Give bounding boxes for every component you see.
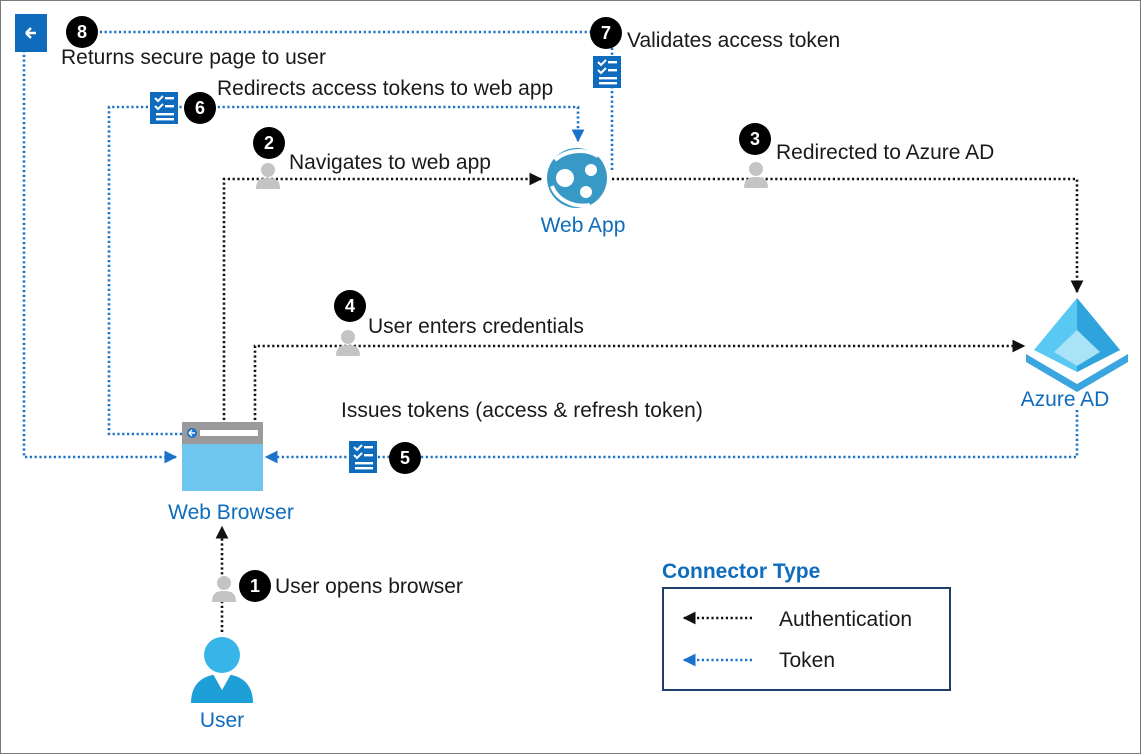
step-number: 4 bbox=[345, 296, 355, 316]
step-5: Issues tokens (access & refresh token) 5 bbox=[341, 399, 703, 474]
step-badge bbox=[184, 92, 216, 124]
step-8: 8 Returns secure page to user bbox=[15, 14, 326, 69]
connector-azuread-to-browser bbox=[264, 410, 1079, 464]
web-browser-icon bbox=[182, 422, 263, 491]
connector-browser-to-azuread bbox=[253, 339, 1026, 420]
step-badge bbox=[239, 570, 271, 602]
legend: Connector Type Authentication Token bbox=[662, 560, 951, 691]
step-badge bbox=[253, 127, 285, 159]
step-7: 7 Validates access token bbox=[590, 17, 840, 89]
step-2: 2 Navigates to web app bbox=[253, 127, 491, 189]
step-badge bbox=[389, 442, 421, 474]
user-icon bbox=[191, 637, 253, 703]
step-badge bbox=[334, 290, 366, 322]
step-1: 1 User opens browser bbox=[212, 570, 463, 602]
web-app-label: Web App bbox=[541, 214, 626, 237]
legend-box bbox=[662, 587, 951, 691]
step-label: Redirected to Azure AD bbox=[776, 141, 994, 164]
legend-title: Connector Type bbox=[662, 560, 820, 583]
legend-token-label: Token bbox=[779, 649, 835, 672]
azure-ad-icon bbox=[1026, 298, 1128, 392]
secure-page-icon bbox=[15, 14, 47, 52]
step-label: Returns secure page to user bbox=[61, 46, 326, 69]
legend-auth-label: Authentication bbox=[779, 608, 912, 631]
step-badge bbox=[590, 17, 622, 49]
step-label: Validates access token bbox=[627, 29, 840, 52]
step-number: 8 bbox=[77, 22, 87, 42]
web-app-icon bbox=[547, 148, 607, 208]
step-4: 4 User enters credentials bbox=[334, 290, 584, 356]
step-label: User opens browser bbox=[275, 575, 463, 598]
step-label: User enters credentials bbox=[368, 315, 584, 338]
step-label: Navigates to web app bbox=[289, 151, 491, 174]
step-number: 1 bbox=[250, 576, 260, 596]
step-number: 6 bbox=[195, 98, 205, 118]
connector-webapp-to-azuread bbox=[612, 177, 1084, 294]
person-icon bbox=[256, 163, 280, 189]
token-document-icon bbox=[149, 91, 179, 125]
user-label: User bbox=[200, 709, 244, 732]
token-document-icon bbox=[592, 55, 622, 89]
connector-browser-to-webapp-token bbox=[107, 105, 585, 436]
azure-ad-label: Azure AD bbox=[1021, 388, 1110, 411]
step-number: 3 bbox=[750, 129, 760, 149]
person-icon bbox=[336, 330, 360, 356]
web-browser-label: Web Browser bbox=[168, 501, 294, 524]
step-3: 3 Redirected to Azure AD bbox=[739, 123, 994, 188]
step-number: 2 bbox=[264, 133, 274, 153]
step-6: 6 Redirects access tokens to web app bbox=[149, 77, 553, 125]
step-number: 5 bbox=[400, 448, 410, 468]
person-icon bbox=[212, 576, 236, 602]
person-icon bbox=[744, 162, 768, 188]
step-badge bbox=[739, 123, 771, 155]
step-badge bbox=[66, 16, 98, 48]
step-label: Redirects access tokens to web app bbox=[217, 77, 553, 100]
step-number: 7 bbox=[601, 23, 611, 43]
connector-return-page bbox=[22, 50, 178, 464]
connector-browser-to-webapp bbox=[222, 172, 543, 420]
step-label: Issues tokens (access & refresh token) bbox=[341, 399, 703, 422]
token-document-icon bbox=[348, 440, 378, 474]
